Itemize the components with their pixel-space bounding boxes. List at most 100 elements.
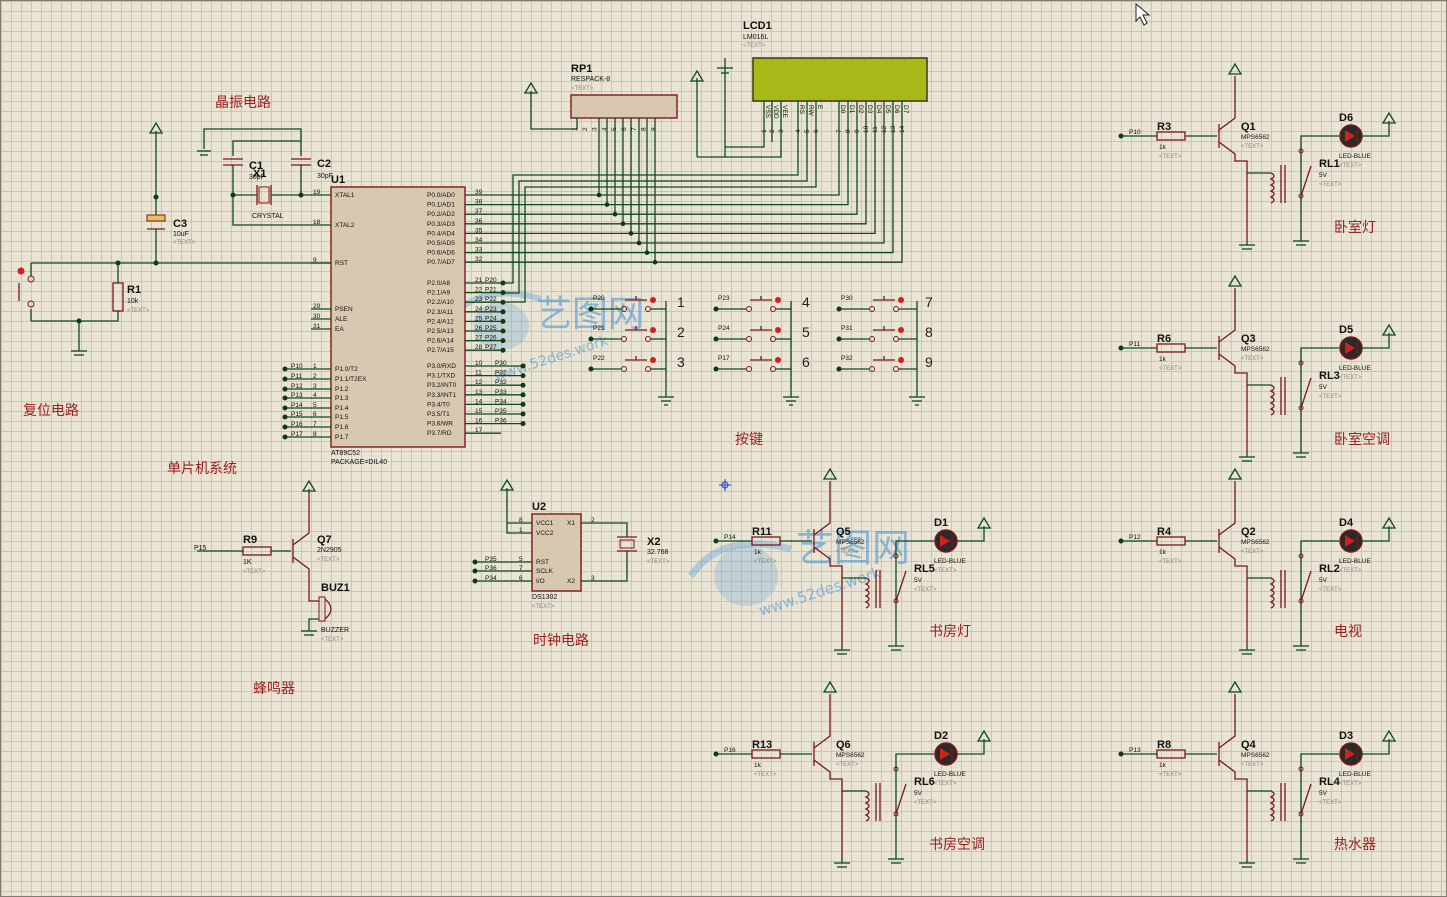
- mcu-pin-number: 26: [475, 325, 483, 332]
- lcd-module[interactable]: LCD1 LM016L <TEXT> VSS1VDD2VEE3RS4RW5E6D…: [689, 20, 928, 158]
- mcu-pin-number: 29: [313, 303, 321, 310]
- mcu-pin-number: 10: [475, 360, 483, 367]
- label-mcu-system: 单片机系统: [167, 461, 237, 477]
- lcd-pin-label: VEE: [781, 105, 788, 119]
- relay-transistor-text: <TEXT>: [836, 549, 859, 555]
- lcd-pin-number: 1: [761, 129, 768, 133]
- lcd-pin-label: D5: [884, 105, 891, 114]
- relay-transistor-text: <TEXT>: [836, 762, 859, 768]
- relay-resistor-value: 1k: [1159, 762, 1167, 769]
- relay-led-text: <TEXT>: [934, 781, 957, 787]
- mcu-pin-number: 8: [313, 431, 317, 438]
- relay-transistor-text: <TEXT>: [1241, 356, 1264, 362]
- relay-net-label: P16: [724, 747, 736, 754]
- mcu-pin-label: P1.3: [335, 395, 349, 402]
- relay-resistor-text: <TEXT>: [1159, 772, 1182, 778]
- relay-net-label: P13: [1129, 747, 1141, 754]
- lcd-pin-label: D0: [839, 105, 846, 114]
- mcu-pin-label: P0.3/AD3: [427, 221, 455, 228]
- mcu-pin-number: 32: [475, 256, 483, 263]
- crystal-circuit[interactable]: 晶振电路 C1 30pF C2 30pF X1 CRYSTAL: [197, 95, 333, 226]
- buz-text: <TEXT>: [321, 637, 344, 643]
- relay-resistor-ref: R11: [752, 526, 772, 538]
- mcu-net-label: P33: [495, 389, 507, 396]
- relay-led-value: LED-BLUE: [934, 558, 966, 565]
- mcu-pin-number: 1: [313, 363, 317, 370]
- relay-net-label: P11: [1129, 341, 1140, 348]
- lcd-pin-number: 13: [890, 125, 897, 133]
- relay-transistor-text: <TEXT>: [1241, 762, 1264, 768]
- resistor-pack-rp1[interactable]: RP1 RESPACK-8 <TEXT>: [523, 63, 678, 130]
- q7-ref: Q7: [317, 534, 332, 546]
- c1-ref: C1: [249, 160, 263, 172]
- relay-resistor-ref: R13: [752, 739, 772, 751]
- mcu-pin-number: 23: [475, 296, 483, 303]
- key-net-label: P30: [841, 295, 853, 302]
- relay-value: 5V: [1319, 577, 1328, 584]
- mouse-cursor-icon: [1135, 2, 1151, 26]
- mcu-net-label: P35: [495, 408, 507, 415]
- mcu-pin-label: XTAL2: [335, 222, 355, 229]
- rtc-pin-number: 2: [591, 517, 595, 524]
- mcu-pin-number: 35: [475, 227, 483, 234]
- key-number: 1: [677, 294, 685, 310]
- relay-resistor-ref: R6: [1157, 333, 1171, 345]
- relay-led-value: LED-BLUE: [934, 771, 966, 778]
- relay-ref: RL5: [914, 563, 935, 575]
- relay-led-text: <TEXT>: [1339, 568, 1362, 574]
- relay-text: <TEXT>: [1319, 182, 1342, 188]
- key-net-label: P21: [593, 325, 605, 332]
- lcd-pin-number: 14: [899, 125, 906, 133]
- relay-transistor-value: MPS6562: [836, 539, 865, 546]
- rp1-pin-number: 3: [592, 127, 599, 131]
- relay-text: <TEXT>: [1319, 587, 1342, 593]
- rtc-ds1302[interactable]: U2 DS1302 <TEXT> VCC18VCC21RST5SCLK7I/O6…: [472, 478, 670, 649]
- c1-value: 30pF: [249, 174, 265, 181]
- buzzer-circuit[interactable]: P15 R9 1K <TEXT> Q7 2N2905 <TEXT> BUZ1 B…: [194, 479, 350, 697]
- mcu-net-label: P15: [291, 411, 303, 418]
- r1-ref: R1: [127, 284, 141, 296]
- mcu-part: AT89C52: [331, 450, 360, 457]
- r9-ref: R9: [243, 534, 257, 546]
- mcu-net-label: P34: [495, 398, 507, 405]
- rtc-pin-number: 7: [519, 565, 523, 572]
- mcu-pin-label: P1.1/T2EX: [335, 376, 367, 383]
- relay-value: 5V: [914, 577, 923, 584]
- relay-resistor-ref: R3: [1157, 121, 1171, 133]
- label-bedroom-ac: 卧室空调: [1334, 431, 1390, 448]
- mcu-u1[interactable]: U1 AT89C52 PACKAGE=DIL40 XTAL119XTAL218R…: [282, 174, 526, 466]
- mcu-pin-number: 33: [475, 247, 483, 254]
- mcu-net-label: P36: [495, 418, 507, 425]
- mcu-pin-label: RST: [335, 260, 348, 267]
- lcd-pin-label: D3: [866, 105, 873, 114]
- label-bedroom-light: 卧室灯: [1334, 219, 1376, 236]
- mcu-pin-label: P2.4/A12: [427, 318, 454, 325]
- label-tv: 电视: [1334, 624, 1362, 640]
- mcu-net-label: P14: [291, 402, 303, 409]
- lcd-pin-number: 9: [854, 129, 861, 133]
- mcu-pin-number: 2: [313, 373, 317, 380]
- relay-transistor-ref: Q1: [1241, 121, 1256, 133]
- lcd-text: <TEXT>: [743, 43, 766, 49]
- reset-circuit[interactable]: C3 10uF <TEXT> R1 10k <TEXT> 复位电路: [17, 121, 332, 419]
